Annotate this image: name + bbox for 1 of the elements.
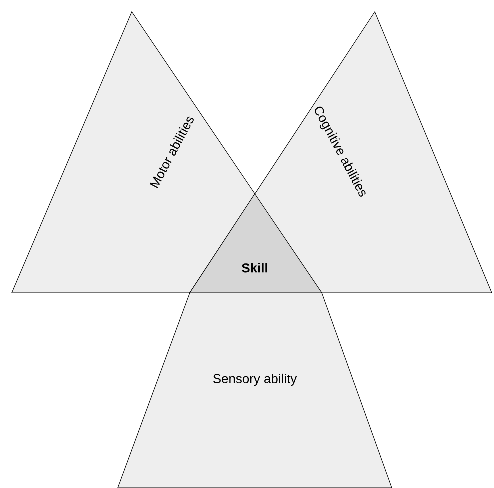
trapezoid: Sensory ability: [118, 292, 392, 488]
